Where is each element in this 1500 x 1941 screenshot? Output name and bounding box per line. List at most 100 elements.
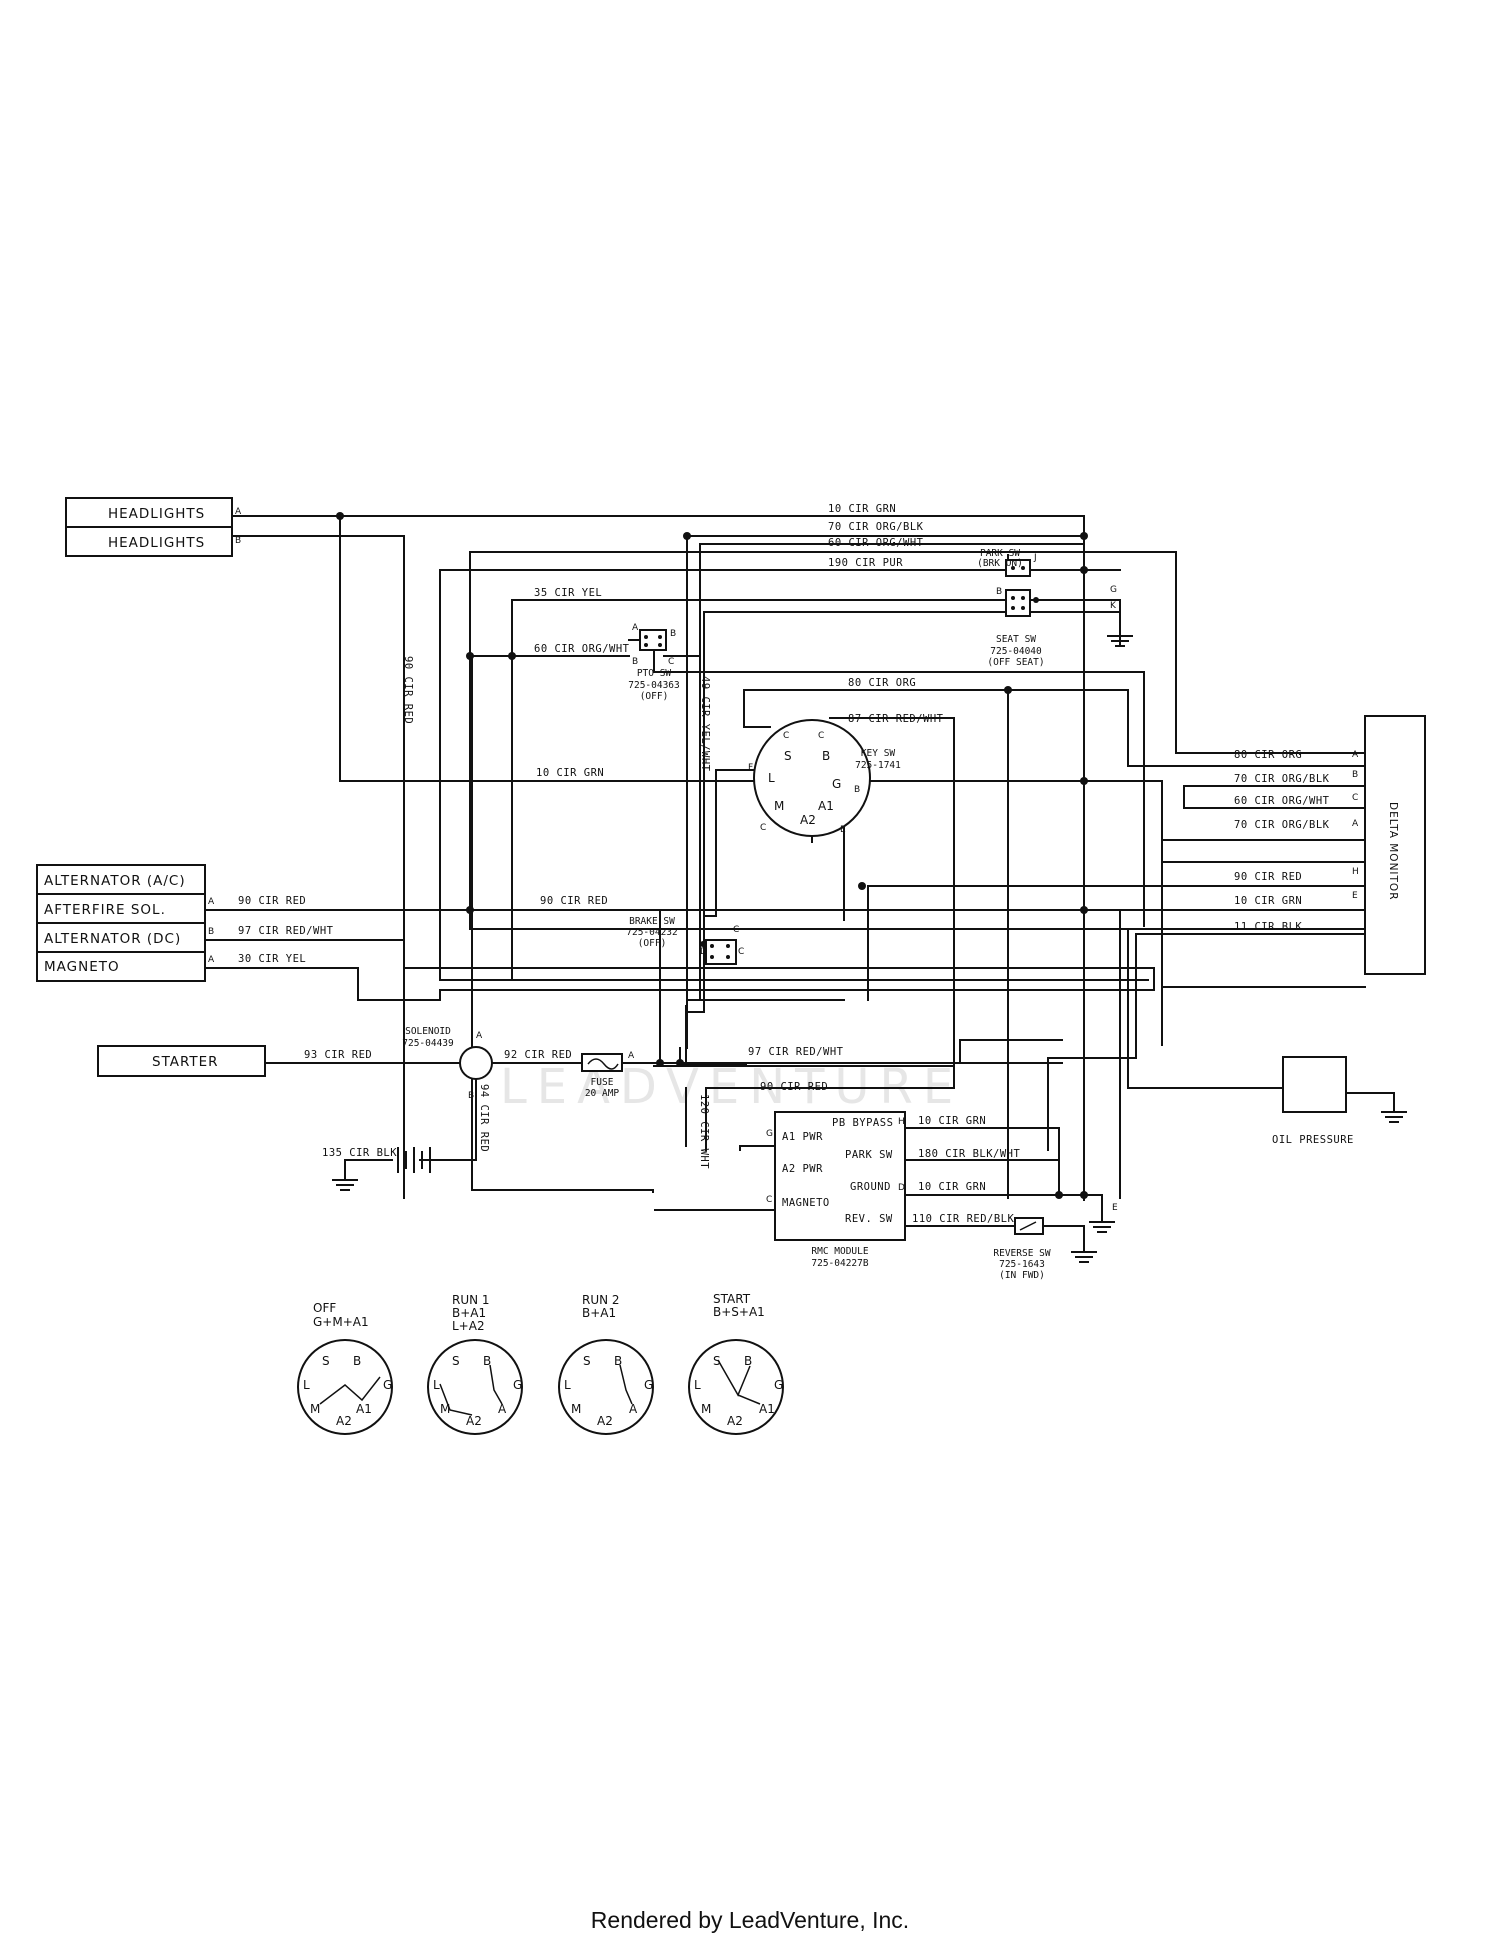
fuse-rating: 20 AMP bbox=[585, 1088, 620, 1099]
solenoid: A B SOLENOID 725-04439 bbox=[402, 1026, 493, 1101]
svg-text:C: C bbox=[668, 657, 674, 667]
battery-symbol bbox=[344, 1147, 431, 1179]
park-switch-state: (BRK ON) bbox=[977, 558, 1023, 569]
svg-text:A: A bbox=[208, 955, 215, 965]
wire-label: 10 CIR GRN bbox=[918, 1115, 986, 1127]
delta-monitor-label: DELTA MONITOR bbox=[1387, 802, 1399, 901]
key-switch: S B L G M A1 A2 C C F B C E KEY SW 725-1… bbox=[748, 719, 901, 837]
park-switch-name: PARK SW bbox=[980, 548, 1020, 559]
rmc-pin-pb-bypass: PB BYPASS bbox=[832, 1117, 893, 1129]
svg-text:S: S bbox=[452, 1354, 460, 1368]
svg-text:C: C bbox=[783, 731, 789, 741]
svg-text:B: B bbox=[235, 536, 241, 546]
rmc-pin-magneto: MAGNETO bbox=[782, 1197, 830, 1209]
svg-text:A2: A2 bbox=[336, 1414, 352, 1428]
svg-text:F: F bbox=[748, 763, 753, 773]
svg-text:G: G bbox=[513, 1378, 522, 1392]
fuse: A FUSE 20 AMP bbox=[581, 1051, 635, 1099]
wire-label: 90 CIR RED bbox=[540, 895, 608, 907]
wire-label: 11 CIR BLK bbox=[1234, 921, 1302, 933]
svg-text:A: A bbox=[629, 1402, 638, 1416]
wire-label: 87 CIR RED/WHT bbox=[848, 713, 944, 725]
svg-text:S: S bbox=[713, 1354, 721, 1368]
svg-text:B: B bbox=[468, 1091, 474, 1101]
solenoid-name: SOLENOID bbox=[405, 1026, 451, 1037]
svg-text:A: A bbox=[1352, 819, 1359, 829]
svg-text:A2: A2 bbox=[597, 1414, 613, 1428]
svg-text:L: L bbox=[694, 1378, 701, 1392]
svg-text:A: A bbox=[235, 507, 242, 517]
key-position-combo: B+A1 bbox=[582, 1306, 616, 1320]
key-position-combo: G+M+A1 bbox=[313, 1315, 369, 1329]
reverse-switch-part: 725-1643 bbox=[999, 1259, 1045, 1270]
svg-text:C: C bbox=[1352, 793, 1358, 803]
svg-text:E: E bbox=[1352, 891, 1358, 901]
reverse-switch: REVERSE SW 725-1643 (IN FWD) bbox=[993, 1217, 1051, 1281]
svg-text:C: C bbox=[766, 1195, 772, 1205]
wire-labels: 10 CIR GRN 70 CIR ORG/BLK 60 CIR ORG/WHT… bbox=[238, 503, 1329, 1225]
svg-text:D: D bbox=[700, 947, 707, 957]
svg-text:G: G bbox=[774, 1378, 783, 1392]
headlights-label-a: HEADLIGHTS bbox=[108, 506, 205, 522]
svg-text:L: L bbox=[433, 1378, 440, 1392]
svg-text:G: G bbox=[383, 1378, 392, 1392]
svg-text:A1: A1 bbox=[356, 1402, 372, 1416]
reverse-switch-state: (IN FWD) bbox=[999, 1270, 1045, 1281]
rmc-module-name: RMC MODULE bbox=[811, 1246, 868, 1257]
ground-symbols: E bbox=[332, 635, 1407, 1263]
rmc-pin-rev-sw: REV. SW bbox=[845, 1213, 893, 1225]
afterfire-sol-label: AFTERFIRE SOL. bbox=[44, 902, 166, 918]
svg-text:C: C bbox=[738, 947, 744, 957]
svg-text:G: G bbox=[832, 777, 841, 791]
svg-text:A1: A1 bbox=[759, 1402, 775, 1416]
wire-label: 70 CIR ORG/BLK bbox=[828, 521, 924, 533]
wire-label: 90 CIR RED bbox=[760, 1081, 828, 1093]
key-switch-part: 725-1741 bbox=[855, 760, 901, 771]
svg-text:A1: A1 bbox=[818, 799, 834, 813]
wire-label: 10 CIR GRN bbox=[536, 767, 604, 779]
engine-connector: ALTERNATOR (A/C) AFTERFIRE SOL. ALTERNAT… bbox=[36, 864, 215, 982]
key-position-title: OFF bbox=[313, 1301, 336, 1315]
svg-text:A: A bbox=[498, 1402, 507, 1416]
svg-text:S: S bbox=[583, 1354, 591, 1368]
svg-text:L: L bbox=[564, 1378, 571, 1392]
headlights-label-b: HEADLIGHTS bbox=[108, 535, 205, 551]
svg-text:C: C bbox=[760, 823, 766, 833]
wire-label: 92 CIR RED bbox=[504, 1049, 572, 1061]
key-position-combo: B+S+A1 bbox=[713, 1305, 765, 1319]
rmc-pin-a1-pwr: A1 PWR bbox=[782, 1131, 823, 1143]
svg-text:E: E bbox=[840, 825, 846, 835]
svg-text:B: B bbox=[670, 629, 676, 639]
svg-text:A2: A2 bbox=[800, 813, 816, 827]
svg-text:B: B bbox=[996, 587, 1002, 597]
svg-text:B: B bbox=[614, 1354, 622, 1368]
magneto-label: MAGNETO bbox=[44, 959, 120, 975]
starter: STARTER bbox=[97, 1045, 266, 1077]
svg-text:A: A bbox=[1352, 750, 1359, 760]
brake-switch-name: BRAKE SW bbox=[629, 916, 675, 927]
alternator-dc-label: ALTERNATOR (DC) bbox=[44, 931, 181, 947]
wire-label: 120 CIR WHT bbox=[698, 1094, 710, 1169]
wire-label: 94 CIR RED bbox=[478, 1084, 490, 1152]
wire-label: 135 CIR BLK bbox=[322, 1147, 397, 1159]
wire-label: 90 CIR RED bbox=[1234, 871, 1302, 883]
wire-label: 190 CIR PUR bbox=[828, 557, 903, 569]
svg-text:B: B bbox=[208, 927, 214, 937]
svg-text:S: S bbox=[784, 749, 792, 763]
key-position-title: RUN 2 bbox=[582, 1293, 620, 1307]
footer-credit: Rendered by LeadVenture, Inc. bbox=[590, 1907, 910, 1933]
key-position-title: START bbox=[713, 1292, 751, 1306]
fuse-name: FUSE bbox=[591, 1077, 614, 1088]
wire-label: 80 CIR ORG bbox=[1234, 749, 1302, 761]
wire-label: 180 CIR BLK/WHT bbox=[918, 1148, 1021, 1160]
seat-switch-part: 725-04040 bbox=[990, 646, 1042, 657]
seat-switch: B G K SEAT SW 725-04040 (OFF SEAT) bbox=[987, 585, 1117, 668]
svg-text:E: E bbox=[1112, 1203, 1118, 1213]
key-switch-name: KEY SW bbox=[861, 748, 896, 759]
svg-text:G: G bbox=[1110, 585, 1117, 595]
wire-label: 93 CIR RED bbox=[304, 1049, 372, 1061]
